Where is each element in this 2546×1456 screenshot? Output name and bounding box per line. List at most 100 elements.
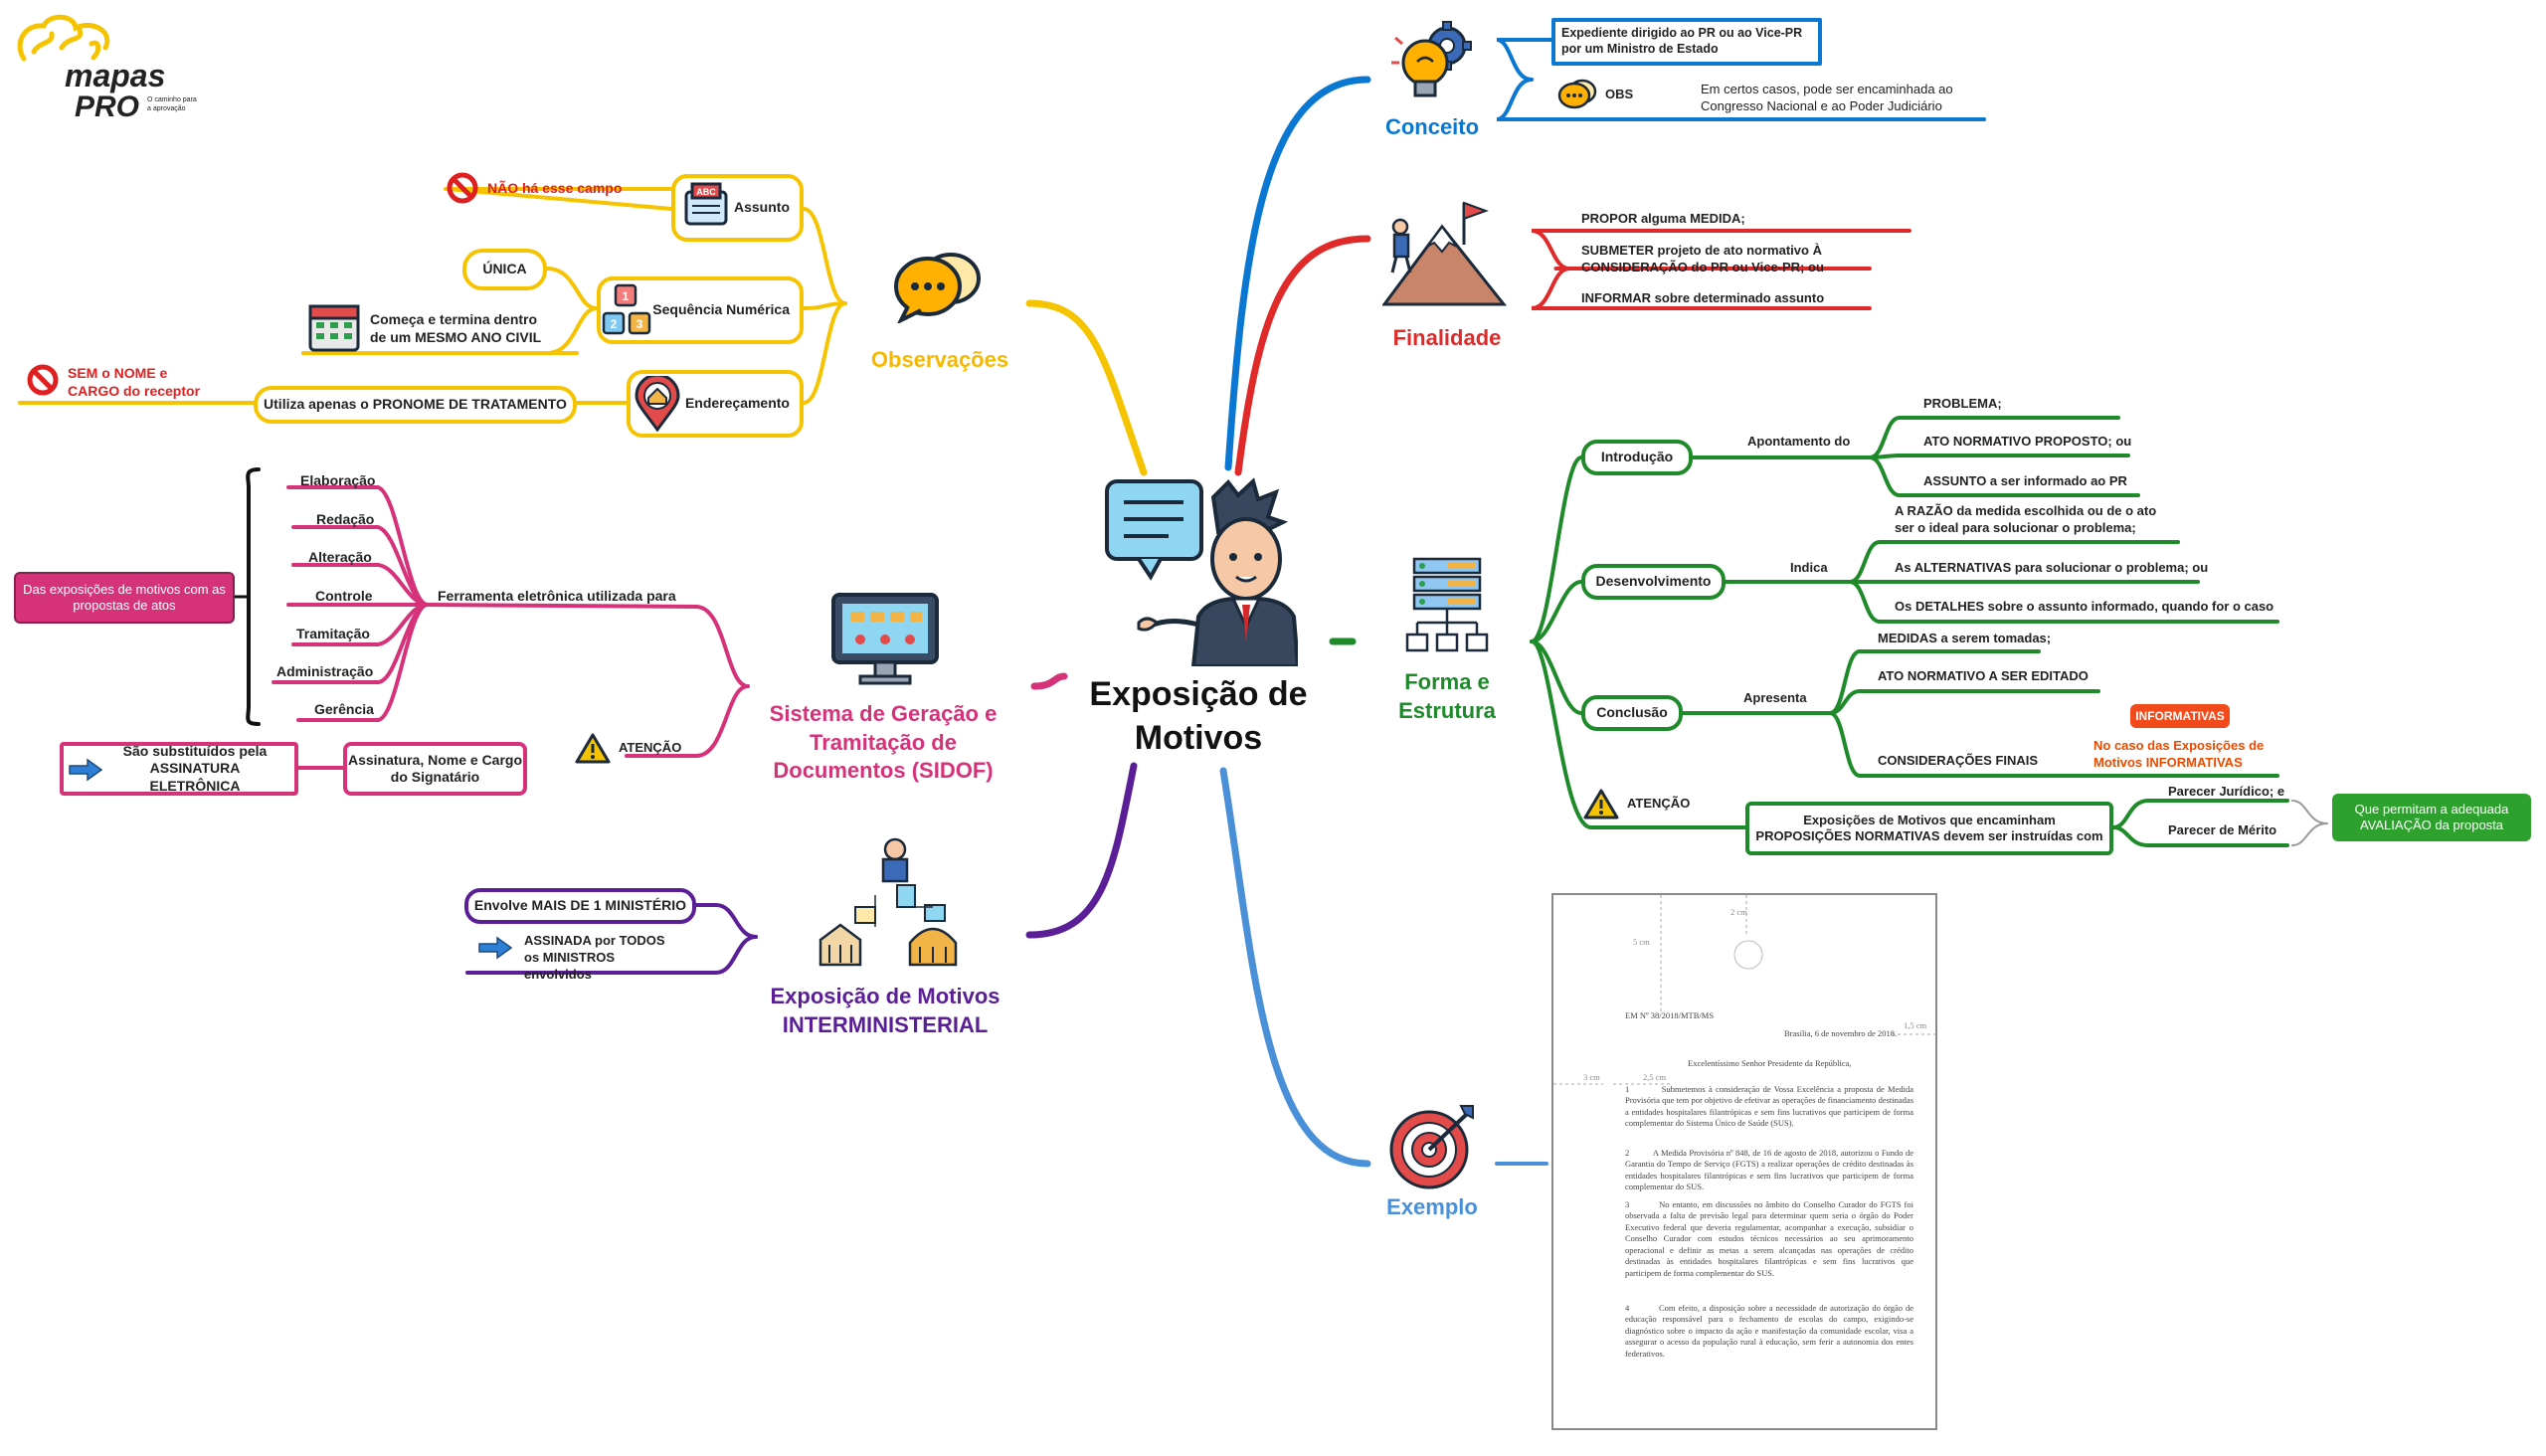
enderecamento-label: Endereçamento xyxy=(684,395,790,412)
warning-icon xyxy=(575,732,611,769)
chat-bubbles-icon xyxy=(893,249,983,328)
concl-item: ATO NORMATIVO A SER EDITADO xyxy=(1878,668,2089,683)
calendar-icon xyxy=(308,300,360,357)
sidof-item: Alteração xyxy=(308,549,372,565)
intro-item: ATO NORMATIVO PROPOSTO; ou xyxy=(1923,434,2132,449)
informativas-note: No caso das Exposições de Motivos INFORM… xyxy=(2093,738,2265,770)
assinatura-label: Assinatura, Nome e Cargo do Signatário xyxy=(347,751,523,786)
doc-date: Brasília, 6 de novembro de 2018. xyxy=(1784,1028,1898,1038)
prohibited-icon xyxy=(26,363,60,402)
expediente-label: Expediente dirigido ao PR ou ao Vice-PR … xyxy=(1561,26,1803,56)
doc-paragraph: 1 Submetemos à consideração de Vossa Exc… xyxy=(1625,1084,1916,1129)
desenvolvimento-node[interactable]: Desenvolvimento xyxy=(1581,564,1726,600)
assunto-label: Assunto xyxy=(734,199,790,216)
desenv-item: As ALTERNATIVAS para solucionar o proble… xyxy=(1895,560,2209,575)
presenter-man-icon xyxy=(1099,477,1301,671)
finalidade-item: SUBMETER projeto de ato normativo À CONS… xyxy=(1581,243,1824,274)
assunto-note: NÃO há esse campo xyxy=(487,180,623,196)
branch-exemplo-title[interactable]: Exemplo xyxy=(1386,1194,1478,1219)
finalidade-item: INFORMAR sobre determinado assunto xyxy=(1581,290,1825,305)
apresenta-label: Apresenta xyxy=(1743,690,1807,705)
home-pin-icon xyxy=(635,373,680,437)
ministries-icon xyxy=(816,835,965,980)
prohibited-icon xyxy=(446,171,479,210)
ano-civil-text: Começa e termina dentro de um MESMO ANO … xyxy=(370,311,542,346)
structure-chart-icon xyxy=(1402,557,1512,671)
intro-item: PROBLEMA; xyxy=(1923,396,2002,411)
target-icon xyxy=(1387,1102,1477,1196)
branch-conceito-title[interactable]: Conceito xyxy=(1384,114,1480,139)
arrow-right-icon xyxy=(68,758,103,787)
unica-node[interactable]: ÚNICA xyxy=(462,249,547,290)
sidof-item: Administração xyxy=(276,663,374,679)
concl-item: CONSIDERAÇÕES FINAIS xyxy=(1878,753,2039,768)
assinatura-node[interactable]: Assinatura, Nome e Cargo do Signatário xyxy=(343,742,527,796)
book-abc-icon: ABC xyxy=(684,182,728,233)
branch-finalidade-title[interactable]: Finalidade xyxy=(1392,325,1502,350)
forma-atencao: ATENÇÃO xyxy=(1627,796,1691,811)
desenvolvimento-label: Desenvolvimento xyxy=(1595,573,1712,590)
conclusao-label: Conclusão xyxy=(1596,704,1668,721)
doc-margin-right: 1,5 cm xyxy=(1904,1020,1927,1030)
exposicoes-label: Exposições de Motivos que encaminham PRO… xyxy=(1755,812,2103,843)
sidof-item: Elaboração xyxy=(300,472,376,488)
informativas-tag: INFORMATIVAS xyxy=(2130,704,2230,728)
logo-tagline: O caminho para a aprovação xyxy=(147,96,197,113)
unica-label: ÚNICA xyxy=(482,261,527,277)
mountain-flag-icon xyxy=(1381,197,1508,311)
logo-brand: mapas xyxy=(65,58,166,93)
sidof-item: Controle xyxy=(315,588,373,604)
conclusao-node[interactable]: Conclusão xyxy=(1581,695,1683,731)
sidof-item: Tramitação xyxy=(296,626,370,641)
finalidade-item: PROPOR alguma MEDIDA; xyxy=(1581,211,1745,226)
svg-text:ABC: ABC xyxy=(696,187,716,197)
ferramenta-text: Ferramenta eletrônica utilizada para xyxy=(438,588,676,604)
desenv-item: Os DETALHES sobre o assunto informado, q… xyxy=(1895,599,2274,614)
das-exposicoes-tag: Das exposições de motivos com as propost… xyxy=(14,572,235,624)
expediente-node[interactable]: Expediente dirigido ao PR ou ao Vice-PR … xyxy=(1551,18,1822,66)
arrow-right-icon xyxy=(477,936,513,965)
branch-sidof-title[interactable]: Sistema de Geração e Tramitação de Docum… xyxy=(769,701,998,784)
sidof-item: Redação xyxy=(316,511,375,527)
branch-forma-title[interactable]: Forma e Estrutura xyxy=(1398,669,1496,723)
doc-paragraph: 3 No entanto, em discussões no âmbito do… xyxy=(1625,1199,1916,1278)
sidof-atencao: ATENÇÃO xyxy=(619,740,682,755)
logo-brand-pro: PRO xyxy=(75,91,140,123)
indica-label: Indica xyxy=(1790,560,1828,575)
obs-text: Em certos casos, pode ser encaminhada ao… xyxy=(1701,82,1953,113)
envolve-label: Envolve MAIS DE 1 MINISTÉRIO xyxy=(473,897,687,914)
svg-text:1: 1 xyxy=(623,289,630,303)
intro-item: ASSUNTO a ser informado ao PR xyxy=(1923,473,2127,488)
doc-paragraph: 4 Com efeito, a disposição sobre a neces… xyxy=(1625,1303,1916,1359)
introducao-label: Introdução xyxy=(1600,449,1674,465)
assinada-text: ASSINADA por TODOS os MINISTROS envolvid… xyxy=(524,933,665,982)
sem-nome-note: SEM o NOME e CARGO do receptor xyxy=(68,365,201,400)
center-title: Exposição de Motivos xyxy=(1089,675,1308,758)
desenv-item: A RAZÃO da medida escolhida ou de o ato … xyxy=(1895,503,2157,535)
parecer-item: Parecer Jurídico; e xyxy=(2168,784,2285,799)
svg-text:3: 3 xyxy=(636,317,643,331)
pronome-label: Utiliza apenas o PRONOME DE TRATAMENTO xyxy=(264,396,567,413)
doc-paragraph: 2 A Medida Provisória nº 848, de 16 de a… xyxy=(1625,1148,1916,1192)
doc-greeting: Excelentíssimo Senhor Presidente da Repú… xyxy=(1688,1058,1852,1068)
computer-monitor-icon xyxy=(830,592,940,691)
parecer-item: Parecer de Mérito xyxy=(2168,822,2277,837)
doc-margin-logo: 2 cm xyxy=(1730,907,1747,917)
exposicoes-node[interactable]: Exposições de Motivos que encaminham PRO… xyxy=(1745,802,2113,855)
doc-ref: EM Nº 38/2018/MTB/MS xyxy=(1625,1010,1715,1020)
branch-observacoes-title[interactable]: Observações xyxy=(870,347,1009,372)
concl-item: MEDIDAS a serem tomadas; xyxy=(1878,631,2052,645)
substituidos-label: São substituídos pela ASSINATURA ELETRÔN… xyxy=(122,742,268,794)
warning-icon xyxy=(1583,788,1619,824)
pronome-node[interactable]: Utiliza apenas o PRONOME DE TRATAMENTO xyxy=(254,386,577,424)
envolve-node[interactable]: Envolve MAIS DE 1 MINISTÉRIO xyxy=(464,888,696,924)
obs-label: OBS xyxy=(1605,87,1634,101)
document-margin-guides xyxy=(1553,895,1937,1085)
lightbulb-gears-icon xyxy=(1387,18,1477,112)
svg-text:2: 2 xyxy=(611,317,618,331)
branch-interministerial-title[interactable]: Exposição de Motivos INTERMINISTERIAL xyxy=(770,984,1000,1037)
introducao-node[interactable]: Introdução xyxy=(1581,440,1693,475)
apontamento-label: Apontamento do xyxy=(1747,434,1851,449)
